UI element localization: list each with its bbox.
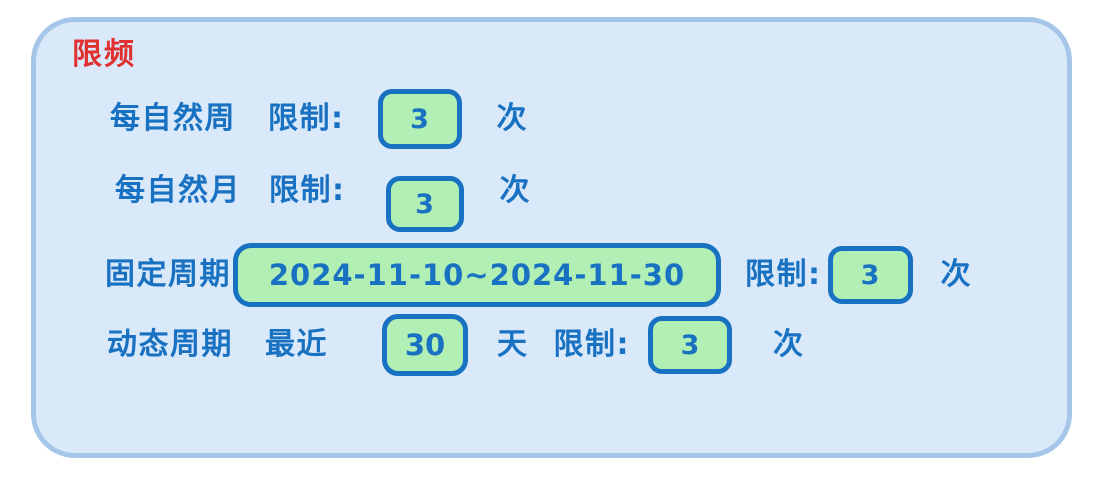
recent-label: 最近 — [265, 327, 328, 362]
fixed-limit-label: 限制: — [745, 257, 822, 292]
dynamic-period-label: 动态周期 — [107, 327, 233, 362]
recent-days-unit-label: 天 — [497, 327, 529, 362]
row-monthly-limit: 每自然月 限制: 3 次 — [115, 163, 531, 232]
fixed-limit-input[interactable]: 3 — [827, 246, 913, 304]
row-fixed-period-limit: 固定周期 2024-11-10~2024-11-30 限制: 3 次 — [105, 243, 972, 307]
row-weekly-limit: 每自然周 限制: 3 次 — [110, 88, 528, 150]
monthly-label: 每自然月 — [115, 173, 241, 208]
fixed-unit-label: 次 — [940, 257, 972, 292]
dynamic-unit-label: 次 — [773, 327, 805, 362]
monthly-unit-label: 次 — [499, 173, 531, 208]
dynamic-limit-label: 限制: — [553, 327, 630, 362]
dynamic-limit-input[interactable]: 3 — [648, 316, 732, 374]
fixed-period-label: 固定周期 — [105, 257, 231, 292]
weekly-unit-label: 次 — [496, 101, 528, 136]
recent-days-input[interactable]: 30 — [382, 314, 468, 376]
monthly-limit-input[interactable]: 3 — [385, 176, 464, 232]
weekly-limit-label: 限制: — [268, 101, 345, 136]
panel-title: 限频 — [72, 37, 136, 72]
weekly-limit-input[interactable]: 3 — [377, 89, 462, 149]
weekly-label: 每自然周 — [110, 101, 236, 136]
fixed-period-range-input[interactable]: 2024-11-10~2024-11-30 — [233, 243, 721, 307]
monthly-limit-label: 限制: — [269, 173, 346, 208]
row-dynamic-period-limit: 动态周期 最近 30 天 限制: 3 次 — [107, 314, 805, 376]
frequency-limit-panel: 限频 每自然周 限制: 3 次 每自然月 限制: 3 次 固定周期 2024-1… — [31, 17, 1072, 458]
